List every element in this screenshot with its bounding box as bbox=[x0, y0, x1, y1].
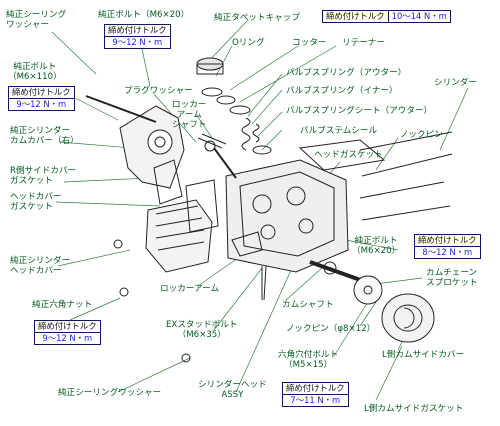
label-l-cam-gasket: L側カムサイドガスケット bbox=[364, 404, 464, 414]
torque-heading: 締め付けトルク bbox=[415, 235, 480, 247]
label-bolt-m6x110: 純正ボルト （M6×110） bbox=[8, 62, 62, 82]
label-tappet-cap: 純正タペットキャップ bbox=[214, 13, 300, 23]
label-cylinder: シリンダー bbox=[434, 78, 477, 88]
label-knock-pin-bottom: ノックピン（φ8×12） bbox=[286, 324, 376, 334]
label-hex-socket-bolt: 六角穴付ボルト （M5×15） bbox=[278, 350, 339, 370]
torque-box-tappet-cap: 締め付けトルク 10～14 N・m bbox=[322, 10, 451, 23]
torque-heading: 締め付けトルク bbox=[9, 87, 74, 99]
label-knock-pin-right: ノックピン bbox=[400, 130, 443, 140]
label-cylinder-head-assy: シリンダーヘッド ASSY bbox=[198, 380, 267, 400]
label-seal-washer-top: 純正シーリング ワッシャー bbox=[6, 10, 67, 30]
torque-box-bolt-m6x20-top: 締め付けトルク 9～12 N・m bbox=[104, 24, 171, 49]
torque-value: 8～12 N・m bbox=[422, 247, 473, 257]
label-spring-seat: バルブスプリングシート（アウター） bbox=[286, 106, 433, 116]
label-o-ring: Oリング bbox=[232, 38, 265, 48]
torque-value: 9～12 N・m bbox=[112, 37, 163, 47]
torque-box-bolt-m6x110: 締め付けトルク 9～12 N・m bbox=[8, 86, 75, 111]
torque-heading: 締め付けトルク bbox=[35, 321, 100, 333]
label-rocker-shaft: ロッカー アーム シャフト bbox=[172, 100, 207, 130]
label-retainer: リテーナー bbox=[342, 38, 385, 48]
torque-box-bolt-m6x20-right: 締め付けトルク 8～12 N・m bbox=[414, 234, 481, 259]
label-head-cover-gasket: ヘッドカバー ガスケット bbox=[10, 192, 62, 212]
label-l-cam-cover: L側カムサイドカバー bbox=[382, 350, 465, 360]
label-cam-cover-right: 純正シリンダー カムカバー（右） bbox=[10, 126, 79, 146]
label-ex-stud: EXスタッドボルト （M6×35） bbox=[166, 320, 238, 340]
label-seal-washer-bottom: 純正シーリングワッシャー bbox=[58, 388, 162, 398]
label-stem-seal: バルブステムシール bbox=[300, 126, 378, 136]
label-cotter: コッター bbox=[292, 38, 327, 48]
engine-parts bbox=[85, 57, 453, 363]
label-rocker-arm: ロッカーアーム bbox=[160, 284, 220, 294]
label-head-cover: 純正シリンダー ヘッドカバー bbox=[10, 256, 71, 276]
label-bolt-m6x20-right: 純正ボルト （M6×20） bbox=[352, 236, 401, 256]
torque-value: 9～12 N・m bbox=[42, 333, 93, 343]
label-spring-outer: バルブスプリング（アウター） bbox=[286, 68, 407, 78]
label-cam-chain-sprocket: カムチェーン スプロケット bbox=[426, 268, 478, 288]
torque-value: 10～14 N・m bbox=[391, 11, 447, 21]
torque-box-hex-nut: 締め付けトルク 9～12 N・m bbox=[34, 320, 101, 345]
label-camshaft: カムシャフト bbox=[282, 300, 334, 310]
label-spring-inner: バルブスプリング（イナー） bbox=[286, 86, 398, 96]
label-plug-washer: プラグワッシャー bbox=[124, 86, 193, 96]
torque-heading: 締め付けトルク bbox=[283, 383, 348, 395]
label-r-side-gasket: R側サイドカバー ガスケット bbox=[10, 166, 77, 186]
torque-heading: 締め付けトルク bbox=[323, 11, 389, 22]
label-head-gasket: ヘッドガスケット bbox=[314, 150, 383, 160]
torque-heading: 締め付けトルク bbox=[105, 25, 170, 37]
torque-value: 9～12 N・m bbox=[16, 99, 67, 109]
label-hex-nut: 純正六角ナット bbox=[32, 300, 93, 310]
torque-box-hex-socket-bolt: 締め付けトルク 7～11 N・m bbox=[282, 382, 349, 407]
torque-value: 7～11 N・m bbox=[290, 395, 341, 405]
label-bolt-m6x20-top: 純正ボルト（M6×20） bbox=[98, 10, 190, 20]
